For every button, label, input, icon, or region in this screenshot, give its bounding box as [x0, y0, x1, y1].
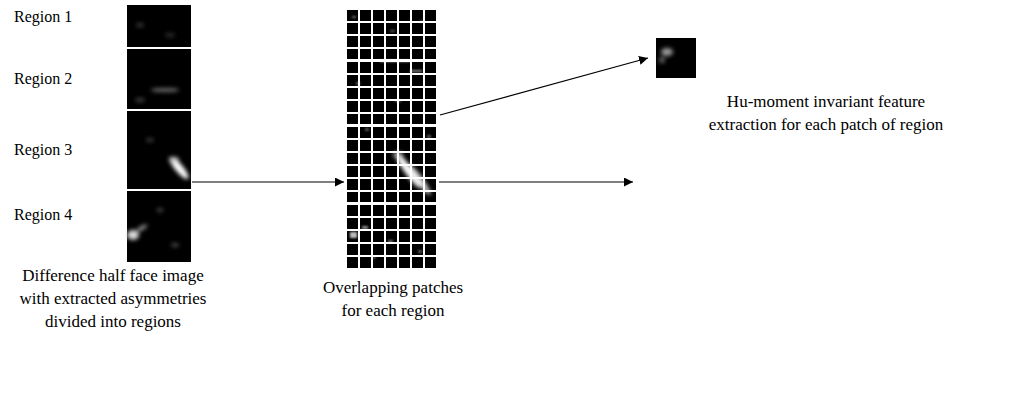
region-label: Region 1: [14, 7, 72, 27]
patch-grid-node: Overlapping patches for each region: [345, 8, 438, 270]
half-face-image: [127, 5, 191, 262]
half-face-node: Difference half face image with extracte…: [127, 5, 191, 262]
region-label: Region 4: [14, 205, 72, 225]
region-label-holder: Region 4: [14, 205, 72, 225]
region-label-holder: Region 2: [14, 69, 72, 89]
image-caption: Overlapping patches for each region: [318, 276, 468, 322]
image-caption: Difference half face image with extracte…: [13, 264, 213, 333]
caption-holder: Overlapping patches for each region: [318, 276, 468, 322]
single-patch: [656, 38, 696, 78]
region-label: Region 2: [14, 69, 72, 89]
patch-grid: [345, 8, 438, 270]
step-text: Hu-moment invariant feature extraction f…: [700, 90, 952, 136]
caption-holder: Difference half face image with extracte…: [13, 264, 213, 333]
region-label-holder: Region 1: [14, 7, 72, 27]
flow-arrow: [192, 181, 344, 182]
feature-extraction-node: Hu-moment invariant feature extraction f…: [634, 90, 1022, 190]
flow-arrow: [439, 181, 633, 182]
patch-arrow: [440, 58, 648, 115]
region-label: Region 3: [14, 140, 72, 160]
region-label-holder: Region 3: [14, 140, 72, 160]
